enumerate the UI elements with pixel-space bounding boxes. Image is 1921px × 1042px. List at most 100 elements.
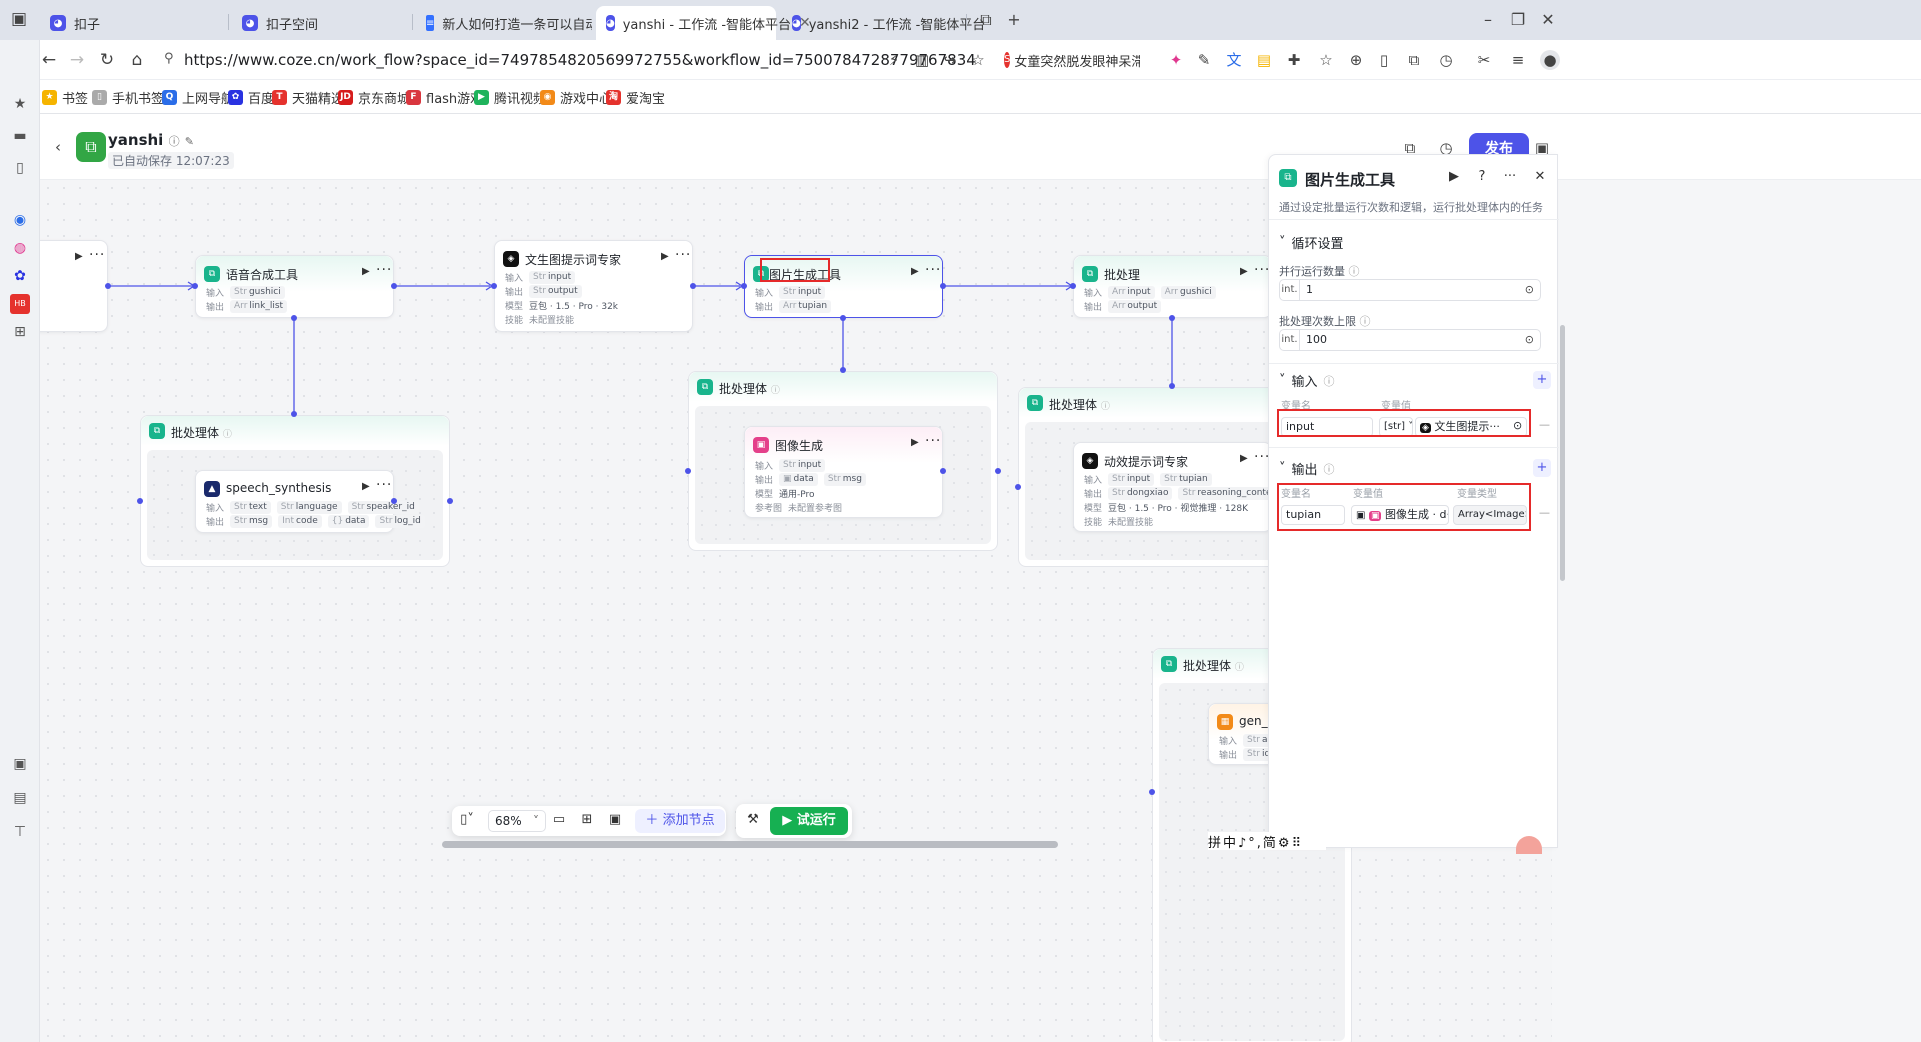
puzzle-icon[interactable]: ✚ [1287,51,1301,69]
forward-icon[interactable]: → [69,50,85,70]
more-icon[interactable]: ··· [376,262,393,278]
run-icon[interactable]: ▶ [1449,169,1459,184]
layout-icon[interactable]: ▣ [1534,139,1550,157]
run-icon[interactable]: ▶ [1240,453,1248,464]
browser-tab-1[interactable]: ◕ 扣子 [40,6,226,40]
mouse-mode-icon[interactable]: ▯˅ [460,812,474,827]
port[interactable] [1015,484,1021,490]
variable-icon[interactable]: ⊙ [1513,419,1523,432]
bookmark-item[interactable]: ★书签 [42,88,88,107]
bookmark-item[interactable]: ▶腾讯视频 [474,88,546,107]
port[interactable] [391,498,397,504]
close-tab-icon[interactable]: ✕ [799,15,811,31]
search-suggestion[interactable]: S 女童突然脱发眼神呆滞 [1004,46,1140,74]
output-var-name[interactable]: tupian [1281,505,1345,525]
copy-icon[interactable]: ⧉ [1404,139,1416,157]
port[interactable] [1169,315,1175,321]
download-icon[interactable]: ⊕ [1349,51,1363,69]
back-chevron-icon[interactable]: ‹ [55,138,61,156]
phone-icon[interactable]: ▯ [1379,51,1389,69]
paw-icon[interactable]: ✿ [14,268,26,284]
browser-tab-3[interactable]: ≡ 新人如何打造一条可以自动生成A [416,6,592,40]
port[interactable] [741,283,747,289]
run-icon[interactable]: ▶ [75,251,83,262]
port[interactable] [995,468,1001,474]
extension-pen-icon[interactable]: ✎ [1197,51,1211,69]
color-app-icon[interactable]: ◍ [13,240,27,256]
bookmark-item[interactable]: ◉游戏中心 [540,88,612,107]
window-close-icon[interactable]: ✕ [1541,10,1555,29]
more-icon[interactable]: ··· [1503,169,1517,184]
remove-output-icon[interactable]: — [1539,506,1550,519]
port[interactable] [447,498,453,504]
port[interactable] [137,498,143,504]
assistant-avatar[interactable] [1516,836,1542,854]
port[interactable] [1169,383,1175,389]
screenshot-icon[interactable]: ⧉ [1408,51,1420,69]
more-icon[interactable]: ··· [1254,262,1271,278]
remove-input-icon[interactable]: — [1539,418,1550,431]
port[interactable] [192,283,198,289]
close-icon[interactable]: ✕ [1534,169,1546,184]
run-icon[interactable]: ▶ [1240,266,1248,277]
share-icon[interactable]: ↪ [943,51,957,69]
max-batch-input[interactable]: int. 100 ⊙ [1279,329,1541,351]
test-run-button[interactable]: ▶ 试运行 [770,807,848,835]
port[interactable] [840,367,846,373]
port[interactable] [291,315,297,321]
favorite-star-icon[interactable]: ☆ [971,51,985,69]
reload-icon[interactable]: ↻ [99,50,115,70]
output-var-value[interactable]: ▣ ▣ 图像生成 · d··· [1351,505,1449,525]
more-icon[interactable]: ··· [89,247,106,263]
port[interactable] [491,283,497,289]
port[interactable] [1149,789,1155,795]
folder-icon[interactable]: ▤ [1256,51,1272,69]
extension-colorful-icon[interactable]: ✦ [1169,51,1183,69]
bookmark-item[interactable]: ✿百度 [228,88,274,107]
help-icon[interactable]: ? [1478,169,1486,184]
port[interactable] [840,315,846,321]
edit-icon[interactable]: ✎ [184,135,195,148]
search-app-icon[interactable]: ◉ [13,212,27,228]
history-icon[interactable]: ◷ [1439,51,1453,69]
port[interactable] [105,283,111,289]
info-icon[interactable]: ⓘ [168,135,180,148]
zoom-select[interactable]: 68%˅ [488,810,546,832]
run-icon[interactable]: ▶ [911,437,919,448]
browser-tab-5[interactable]: ◕ yanshi2 - 工作流 -智能体平台 [782,6,985,40]
run-icon[interactable]: ▶ [362,481,370,492]
scissors-icon[interactable]: ✂ [1477,51,1491,69]
bookmark-item[interactable]: 淘爱淘宝 [606,88,665,107]
reading-icon[interactable]: ▯ [16,160,24,176]
favorites-star-icon[interactable]: ★ [13,96,27,112]
horizontal-scrollbar[interactable] [442,841,1058,848]
bookmark-star-icon[interactable]: ☆ [1319,51,1333,69]
port[interactable] [940,468,946,474]
add-input-button[interactable]: + [1533,371,1551,389]
comment-icon[interactable]: ▭ [552,812,566,827]
minimize-icon[interactable]: – [1484,10,1492,29]
folder-icon[interactable]: ▬ [13,128,27,144]
add-output-button[interactable]: + [1533,459,1551,477]
reader-icon[interactable]: ▥ [914,51,930,69]
port[interactable] [1070,283,1076,289]
partial-node[interactable]: ▶ ··· [40,240,108,332]
grid-icon[interactable]: ⊞ [581,812,593,827]
add-node-button[interactable]: ＋ 添加节点 [635,809,725,833]
port[interactable] [685,468,691,474]
news-icon[interactable]: HB [10,294,30,314]
browser-menu-icon[interactable]: ▣ [10,9,28,29]
section-loop[interactable]: ˅循环设置 [1279,235,1344,252]
bookmark-item[interactable]: ▯手机书签 [92,88,164,107]
menu-icon[interactable]: ≡ [1511,51,1525,69]
